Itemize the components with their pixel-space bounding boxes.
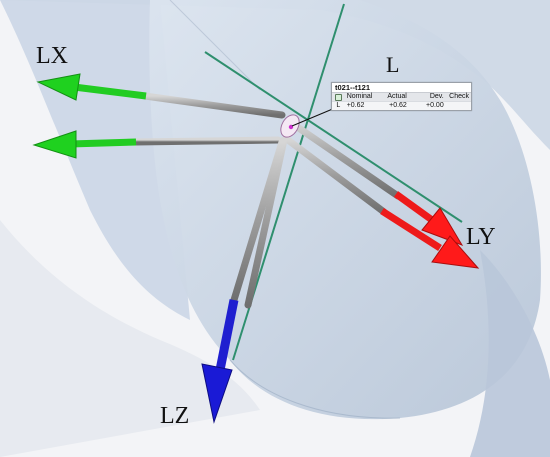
lz-arrow-rear-shaft (244, 136, 288, 309)
ly-arrow-lower-shaft (284, 136, 388, 216)
axis-label-ly: LY (466, 224, 496, 250)
measurement-callout[interactable]: t021--t121 Nominal Actual Dev. Check L +… (331, 82, 472, 111)
model-surface-right (470, 250, 550, 457)
reference-line-diagonal (204, 51, 463, 223)
model-surface-lower (0, 220, 260, 457)
ly-arrow-lower-head (431, 235, 480, 269)
surface-edge (229, 359, 401, 419)
axis-label-l: L (386, 52, 400, 77)
column-header-actual: Actual (387, 93, 407, 100)
ly-arrow-upper-head (421, 207, 464, 246)
lz-arrow-front-shaft (230, 138, 286, 304)
lx-arrow-upper-head (36, 73, 81, 101)
measurement-title: t021--t121 (335, 83, 371, 92)
model-surface-top (0, 0, 550, 150)
lx-arrow-lower-shaft (131, 136, 282, 146)
measurement-header-row: Nominal Actual Dev. Check (332, 92, 471, 101)
row-name: L (336, 102, 341, 109)
axis-label-lz: LZ (160, 403, 190, 429)
value-nominal: +0.62 (346, 102, 365, 109)
measure-icon (332, 93, 345, 101)
ly-arrow-lower-body (380, 208, 442, 251)
callout-leader-line (291, 107, 336, 127)
surface-edge (169, 0, 261, 91)
column-header-nominal: Nominal (346, 93, 373, 100)
lx-arrow-lower-body (69, 138, 137, 148)
value-check (446, 102, 471, 110)
value-dev: +0.00 (426, 102, 444, 109)
ly-arrow-upper-body (393, 191, 435, 223)
axis-label-lx: LX (36, 43, 68, 69)
column-header-dev: Dev. (429, 93, 444, 100)
ly-arrow-upper-shaft (286, 118, 402, 200)
lx-arrow-upper-body (73, 83, 147, 100)
lz-arrow-head (201, 363, 233, 424)
lz-arrow-body (215, 299, 239, 371)
lx-arrow-lower-head (32, 130, 77, 159)
column-header-check: Check (449, 93, 469, 100)
measurement-data-row: L +0.62 +0.62 +0.00 (332, 101, 471, 110)
lx-arrow-upper-shaft (141, 92, 286, 119)
value-actual: +0.62 (389, 102, 407, 109)
